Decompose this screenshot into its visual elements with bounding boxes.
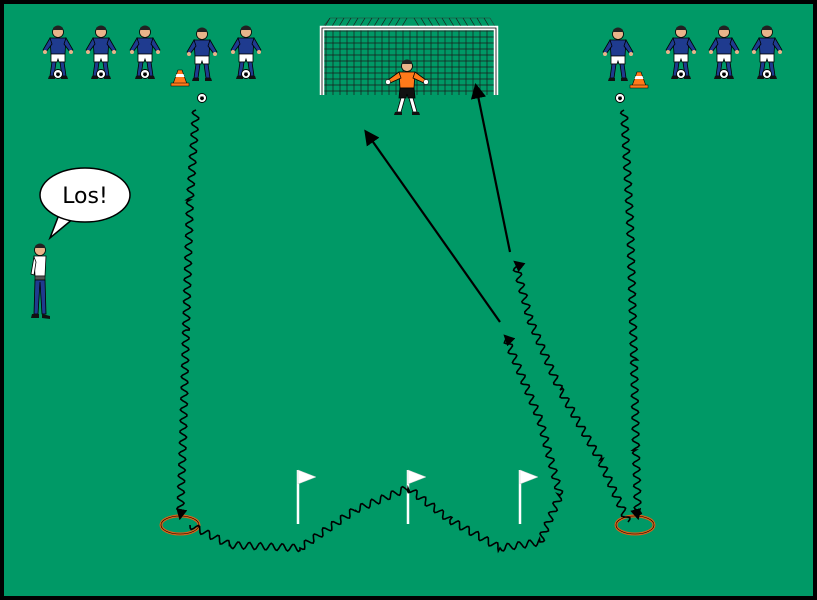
shot-arrow	[364, 129, 501, 323]
speech-text: Los!	[62, 184, 108, 209]
ball-icon	[615, 93, 625, 103]
movement-paths	[175, 109, 643, 554]
dribble-path	[175, 109, 200, 521]
ball-icon	[719, 69, 729, 79]
ball-icon	[53, 69, 63, 79]
coach-icon	[30, 243, 50, 319]
ball-icon	[241, 69, 251, 79]
ball-icon	[96, 69, 106, 79]
ball-icon	[676, 69, 686, 79]
goal-icon	[319, 17, 499, 95]
speech-bubble-icon: Los!	[39, 167, 131, 241]
goalkeeper-icon	[385, 59, 429, 115]
ball-icon	[762, 69, 772, 79]
ball-icon	[197, 93, 207, 103]
dribble-path	[619, 109, 643, 521]
ball-icon	[140, 69, 150, 79]
dribble-path	[189, 334, 564, 554]
shot-arrow	[470, 82, 512, 253]
dribble-path	[512, 260, 631, 523]
